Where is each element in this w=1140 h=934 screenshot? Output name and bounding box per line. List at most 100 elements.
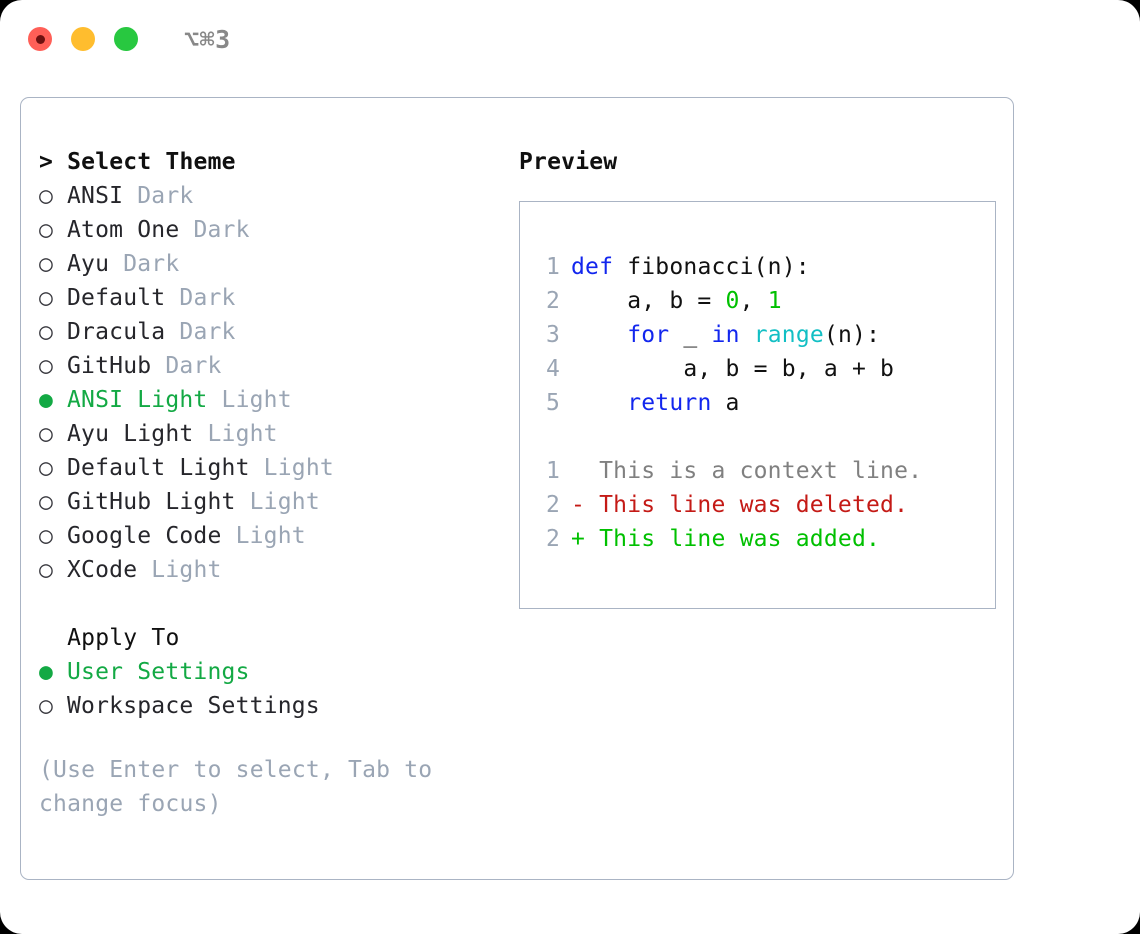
theme-variant-badge: Light xyxy=(235,489,320,515)
code-line-number: 3 xyxy=(545,322,560,348)
code-line-number: 1 xyxy=(545,254,560,280)
code-token-txt: a, b = b, a + b xyxy=(571,356,895,382)
theme-option-list: ○ ANSI Dark ○ Atom One Dark ○ Ayu Dark ○ Defaul… xyxy=(39,179,501,587)
radio-unselected-icon: ○ xyxy=(39,455,54,481)
theme-variant-badge: Light xyxy=(221,523,306,549)
apply-to-option-workspace-settings[interactable]: ○ Workspace Settings xyxy=(39,689,501,723)
code-line-number: 2 xyxy=(545,288,560,314)
code-token-txt xyxy=(571,322,627,348)
code-token-txt: , xyxy=(739,288,768,314)
radio-unselected-icon: ○ xyxy=(39,285,54,311)
code-line: 2 a, b = 0, 1 xyxy=(532,284,995,318)
radio-unselected-icon: ○ xyxy=(39,353,54,379)
radio-unselected-icon: ○ xyxy=(39,557,54,583)
radio-unselected-icon: ○ xyxy=(39,251,54,277)
diff-line-number: 1 xyxy=(545,458,560,484)
diff-line-del: 2- This line was deleted. xyxy=(532,488,995,522)
theme-variant-badge: Dark xyxy=(165,285,236,311)
code-token-kw: in xyxy=(711,322,740,348)
code-token-num: 1 xyxy=(767,288,782,314)
close-window-icon[interactable] xyxy=(28,27,52,51)
diff-line-number: 2 xyxy=(545,526,560,552)
theme-option-default-light[interactable]: ○ Default Light Light xyxy=(39,451,501,485)
radio-unselected-icon: ○ xyxy=(39,523,54,549)
diff-line-text: - This line was deleted. xyxy=(571,492,909,518)
code-token-fn: range xyxy=(753,322,824,348)
theme-variant-badge: Dark xyxy=(123,183,194,209)
theme-option-label: ANSI Light xyxy=(67,387,208,413)
theme-option-label: GitHub Light xyxy=(67,489,236,515)
radio-selected-icon: ● xyxy=(39,387,54,413)
title-bar: ⌥⌘3 xyxy=(0,0,1140,78)
apply-to-option-label: User Settings xyxy=(67,659,250,685)
theme-variant-badge: Light xyxy=(249,455,334,481)
minimize-window-icon[interactable] xyxy=(71,27,95,51)
theme-variant-badge: Light xyxy=(207,387,292,413)
radio-selected-icon: ● xyxy=(39,659,54,685)
theme-variant-badge: Light xyxy=(137,557,222,583)
theme-option-ansi[interactable]: ○ ANSI Dark xyxy=(39,179,501,213)
radio-unselected-icon: ○ xyxy=(39,319,54,345)
maximize-window-icon[interactable] xyxy=(114,27,138,51)
apply-to-option-label: Workspace Settings xyxy=(67,693,320,719)
radio-unselected-icon: ○ xyxy=(39,421,54,447)
theme-option-default[interactable]: ○ Default Dark xyxy=(39,281,501,315)
code-token-num: 0 xyxy=(725,288,740,314)
select-theme-heading: > Select Theme xyxy=(39,149,236,175)
code-line: 5 return a xyxy=(532,386,995,420)
theme-option-xcode[interactable]: ○ XCode Light xyxy=(39,553,501,587)
apply-to-option-user-settings[interactable]: ● User Settings xyxy=(39,655,501,689)
code-token-txt xyxy=(571,390,627,416)
theme-option-label: Default Light xyxy=(67,455,250,481)
theme-option-atom-one[interactable]: ○Atom One Dark xyxy=(39,213,501,247)
apply-to-heading-label: Apply To xyxy=(67,625,180,651)
theme-option-github-light[interactable]: ○ GitHub Light Light xyxy=(39,485,501,519)
theme-variant-badge: Dark xyxy=(151,353,222,379)
apply-to-heading: Apply To xyxy=(39,621,501,655)
theme-option-label: Ayu xyxy=(67,251,110,277)
code-token-kw: def xyxy=(571,254,628,280)
radio-unselected-icon: ○ xyxy=(39,693,54,719)
code-token-kw: return xyxy=(627,390,712,416)
diff-line-add: 2+ This line was added. xyxy=(532,522,995,556)
theme-option-label: Dracula xyxy=(67,319,166,345)
theme-option-ayu[interactable]: ○Ayu Dark xyxy=(39,247,501,281)
code-token-txt xyxy=(740,322,754,348)
theme-option-ayu-light[interactable]: ○Ayu Light Light xyxy=(39,417,501,451)
code-line: 3 for _ in range(n): xyxy=(532,318,995,352)
radio-unselected-icon: ○ xyxy=(39,489,54,515)
theme-option-label: Ayu Light xyxy=(67,421,194,447)
theme-option-google-code[interactable]: ○ Google Code Light xyxy=(39,519,501,553)
theme-option-label: Atom One xyxy=(67,217,180,243)
code-token-txt: a, b = xyxy=(571,288,726,314)
diff-line-text: This is a context line. xyxy=(571,458,923,484)
code-line-number: 5 xyxy=(545,390,560,416)
apply-to-option-list: ● User Settings ○ Workspace Settings xyxy=(39,655,501,723)
panel-columns: > Select Theme ○ANSI Dark○Atom One Dark○… xyxy=(21,98,1013,879)
theme-option-label: XCode xyxy=(67,557,138,583)
theme-option-label: ANSI xyxy=(67,183,124,209)
main-panel: > Select Theme ○ANSI Dark○Atom One Dark○… xyxy=(20,97,1014,880)
code-token-kw: for xyxy=(627,322,670,348)
theme-option-label: Google Code xyxy=(67,523,222,549)
window-controls xyxy=(28,27,138,51)
theme-variant-badge: Dark xyxy=(165,319,236,345)
theme-option-label: Default xyxy=(67,285,166,311)
list-spacer xyxy=(39,587,501,621)
theme-option-label: GitHub xyxy=(67,353,152,379)
theme-option-github[interactable]: ○ GitHub Dark xyxy=(39,349,501,383)
radio-unselected-icon: ○ xyxy=(39,183,54,209)
radio-unselected-icon: ○ xyxy=(39,217,54,243)
diff-line-ctx: 1 This is a context line. xyxy=(532,454,995,488)
keyboard-hint-text: (Use Enter to select, Tab to change focu… xyxy=(39,757,433,817)
theme-option-ansi-light[interactable]: ● ANSI Light Light xyxy=(39,383,501,417)
code-line-number: 4 xyxy=(545,356,560,382)
theme-option-dracula[interactable]: ○ Dracula Dark xyxy=(39,315,501,349)
preview-heading: Preview xyxy=(519,149,618,175)
code-token-txt: _ xyxy=(669,322,712,348)
code-token-txt: fibonacci(n): xyxy=(627,254,810,280)
code-token-txt: a xyxy=(711,390,740,416)
